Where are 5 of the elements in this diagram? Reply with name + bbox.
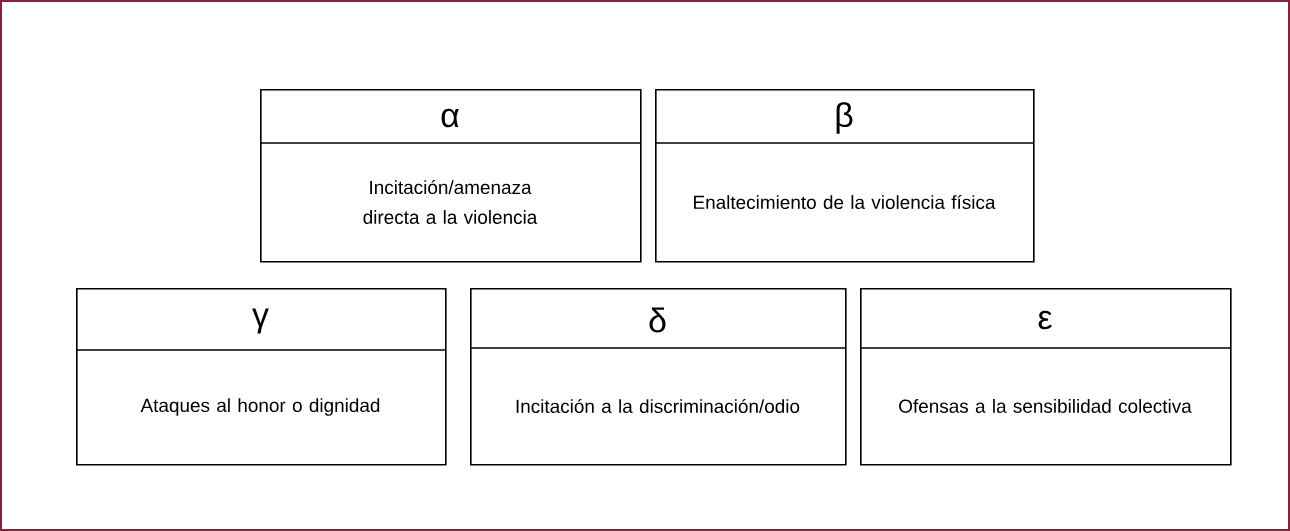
category-box: ε Ofensas a la sensibilidad colectiva — [859, 287, 1232, 466]
category-box: β Enaltecimiento de la violencia física — [654, 89, 1035, 263]
category-box: γ Ataques al honor o dignidad — [75, 287, 447, 466]
category-box: α Incitación/amenaza directa a la violencia — [259, 89, 642, 263]
category-box: δ Incitación a la discriminación/odio — [469, 287, 847, 466]
